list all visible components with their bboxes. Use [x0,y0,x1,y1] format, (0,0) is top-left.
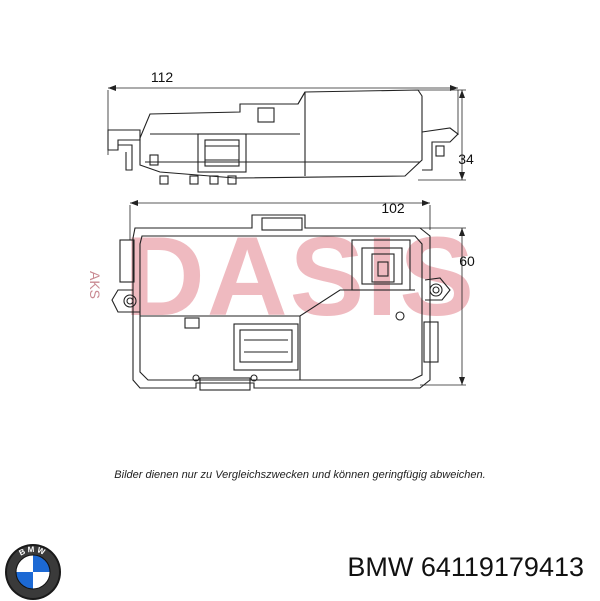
svg-text:BMW: BMW [18,545,49,558]
dimension-top-width: 112 [151,69,174,85]
watermark: DASIS AKS [87,214,476,339]
bmw-logo-icon: BMW [5,544,61,600]
watermark-side-text: AKS [87,271,103,299]
logo-text: BMW [18,545,47,558]
top-view [111,200,466,391]
side-view [107,85,466,185]
brand-part-line: BMW 64119179413 [347,552,584,583]
part-number: 64119179413 [420,552,584,582]
technical-drawing: DASIS AKS [87,69,476,391]
watermark-text: DASIS [124,214,476,339]
dimension-top-height: 34 [458,151,474,167]
disclaimer-text: Bilder dienen nur zu Vergleichszwecken u… [114,469,486,481]
dimension-bottom-height: 60 [459,253,475,269]
dimension-bottom-width: 102 [381,200,405,216]
brand-name: BMW [347,552,414,582]
